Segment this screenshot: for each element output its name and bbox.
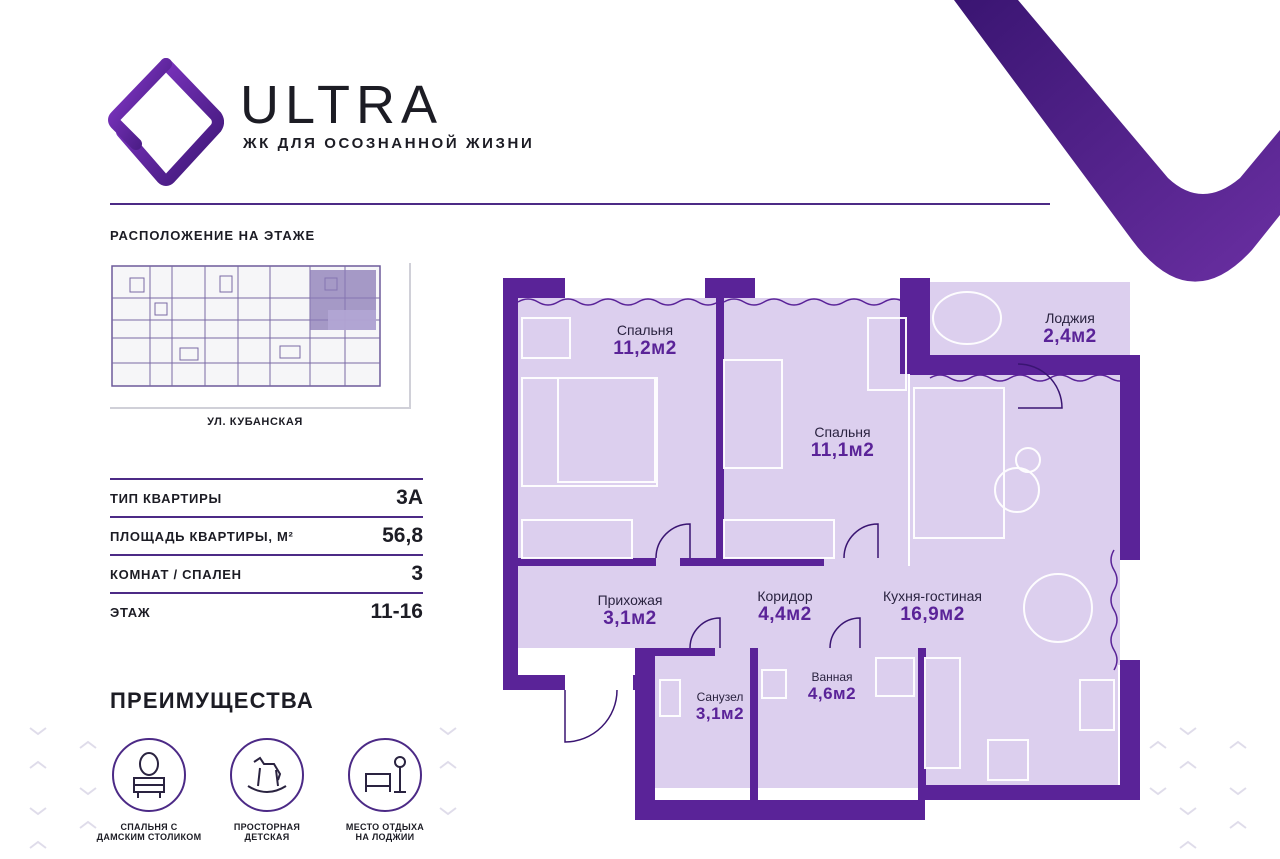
spec-label: ПЛОЩАДЬ КВАРТИРЫ, М² [110, 528, 294, 544]
spec-row-area: ПЛОЩАДЬ КВАРТИРЫ, М² 56,8 [110, 516, 423, 554]
spec-row-rooms: КОМНАТ / СПАЛЕН 3 [110, 554, 423, 592]
lounge-chair-icon [348, 738, 422, 812]
spec-value: 3А [396, 486, 423, 509]
vanity-table-icon [112, 738, 186, 812]
location-title: РАСПОЛОЖЕНИЕ НА ЭТАЖЕ [110, 228, 316, 243]
room-bedroom-1: Спальня 11,2м2 [613, 322, 677, 359]
room-hallway: Прихожая 3,1м2 [597, 592, 663, 629]
spec-row-floor: ЭТАЖ 11-16 [110, 592, 423, 630]
spec-label: КОМНАТ / СПАЛЕН [110, 566, 242, 582]
room-corridor: Коридор 4,4м2 [757, 588, 813, 625]
spec-value: 3 [411, 562, 423, 585]
spec-value: 56,8 [382, 524, 423, 547]
brand-name: ULTRA [240, 75, 444, 135]
brand-swoosh [954, 0, 1280, 282]
room-kitchen-living: Кухня-гостиная 16,9м2 [882, 588, 983, 625]
chevron-pattern [29, 727, 1247, 849]
spec-label: ТИП КВАРТИРЫ [110, 490, 222, 506]
advantage-label: МЕСТО ОТДЫХА НА ЛОДЖИИ [345, 822, 425, 843]
spec-value: 11-16 [370, 600, 423, 623]
advantage-label: СПАЛЬНЯ С ДАМСКИМ СТОЛИКОМ [96, 822, 202, 843]
spec-row-type: ТИП КВАРТИРЫ 3А [110, 478, 423, 516]
spec-label: ЭТАЖ [110, 604, 151, 620]
advantage-label: ПРОСТОРНАЯ ДЕТСКАЯ [233, 822, 301, 843]
room-bathroom: Ванная 4,6м2 [807, 670, 857, 703]
ultra-logo-icon [108, 58, 224, 186]
brand-tagline: ЖК ДЛЯ ОСОЗНАННОЙ ЖИЗНИ [243, 135, 535, 152]
floor-location-plan [110, 258, 420, 433]
advantages-title: ПРЕИМУЩЕСТВА [110, 688, 314, 713]
room-bedroom-2: Спальня 11,1м2 [810, 424, 875, 461]
rocking-horse-icon [230, 738, 304, 812]
room-toilet: Санузел 3,1м2 [695, 690, 745, 723]
street-label: УЛ. КУБАНСКАЯ [207, 416, 303, 428]
room-loggia: Лоджия 2,4м2 [1043, 310, 1097, 347]
apartment-floor-plan [503, 278, 1140, 820]
header-divider [110, 203, 1050, 205]
